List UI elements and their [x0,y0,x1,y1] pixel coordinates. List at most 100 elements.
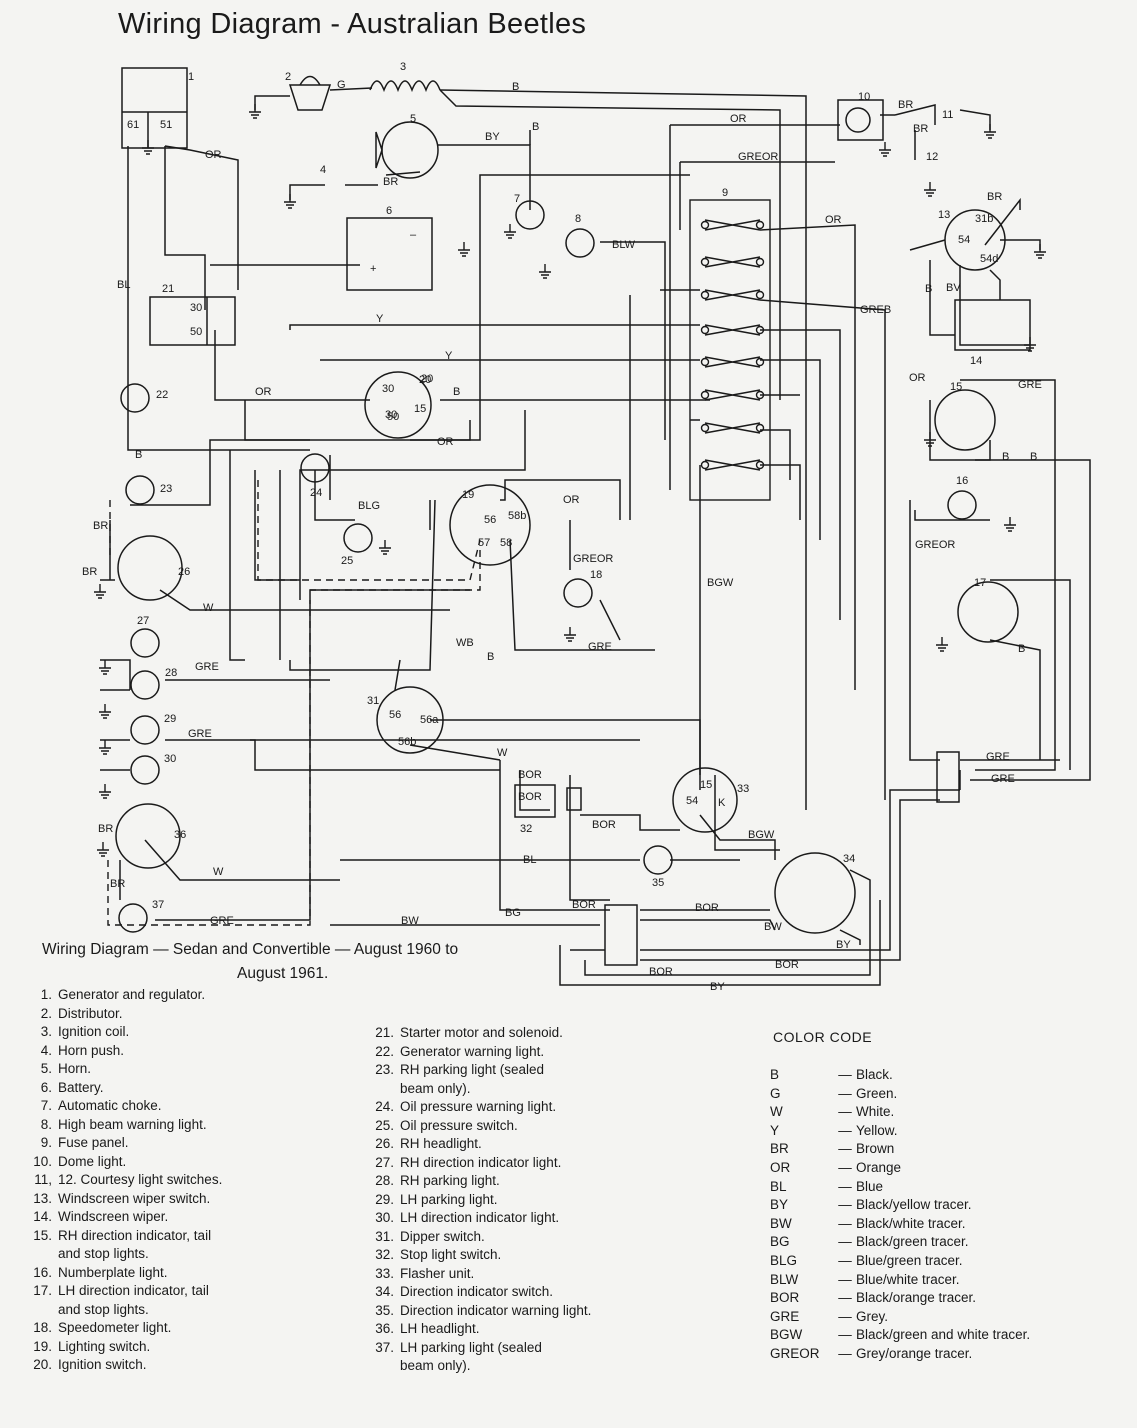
legend-text: and stop lights. [58,1301,149,1317]
legend-item: 31.Dipper switch. [368,1228,591,1247]
terminal-label: 50 [387,411,399,423]
dash: — [838,1345,852,1361]
ground-icon [94,584,106,599]
component-number: 36 [174,829,186,841]
terminal-label: 31b [975,213,993,225]
wire-label: GRE [195,661,219,673]
wire-label: BOR [572,899,596,911]
wire-label: BR [898,99,913,111]
component-number: 5 [410,113,416,125]
wire-label: BOR [649,966,673,978]
legend-number: 28. [375,1173,394,1188]
color-code-abbrev: W [770,1104,783,1120]
legend-text: and stop lights. [58,1246,149,1261]
legend-number: 29. [375,1191,394,1207]
legend-text: LH parking light (sealed [400,1339,542,1355]
color-code-abbrev: OR [770,1159,791,1175]
color-code-entry: GRE—Grey. [770,1308,1030,1327]
ground-icon [142,140,154,155]
component-number: 37 [152,899,164,911]
legend-number: 36. [375,1321,394,1336]
ground-icon [458,242,470,257]
legend-item: 37.LH parking light (sealed [368,1339,591,1358]
legend-text: RH direction indicator light. [400,1154,562,1170]
wire-label: BW [764,921,782,933]
dash: — [838,1271,852,1287]
wire-label: BOR [695,902,719,914]
dash: — [838,1327,852,1343]
ignition-coil [369,80,441,93]
wire-label: GREOR [738,151,778,163]
component-number: 30 [164,753,176,765]
color-code-name: Blue [856,1178,884,1194]
fuse-terminal [700,423,710,433]
dash: — [838,1215,852,1231]
color-code-entry: W—White. [770,1103,1030,1122]
legend-number: 33. [375,1265,394,1281]
dash: — [838,1308,852,1324]
dash: — [838,1141,852,1157]
legend-item: 29.LH parking light. [368,1191,591,1210]
legend-item: and stop lights. [26,1245,222,1264]
legend-item: 3.Ignition coil. [26,1023,222,1042]
fuse-terminal [755,357,765,367]
wire-label: B [135,449,142,461]
dipper-switch [376,686,444,754]
color-code-entry: OR—Orange [770,1159,1030,1178]
terminal-label: 30 [190,302,202,314]
color-code-list: B—Black.G—Green.W—White.Y—Yellow.BR—Brow… [770,1066,1030,1364]
legend-item: 27.RH direction indicator light. [368,1154,591,1173]
legend-text: Windscreen wiper switch. [58,1190,211,1206]
wire-label: BW [401,915,419,927]
wire-label: B [1002,451,1009,463]
legend-text: Distributor. [58,1005,123,1021]
wire-label: BG [505,907,521,919]
component-number: 10 [858,91,870,103]
legend-item: 22.Generator warning light. [368,1043,591,1062]
color-code-entry: Y—Yellow. [770,1122,1030,1141]
rh-parking-light-sealed [125,475,155,505]
fuse-terminal [700,257,710,267]
ignition-switch [364,371,432,439]
wire-label: GREOR [915,539,955,551]
rh-indicator-tail-stop-light [934,389,996,451]
wire-label: WB [456,637,474,649]
color-code-abbrev: GREOR [770,1345,820,1361]
ground-symbols [94,104,1046,857]
wire-label: BR [383,176,398,188]
legend-item: 28.RH parking light. [368,1172,591,1191]
terminal-label: 61 [127,119,139,131]
component-number: 33 [737,783,749,795]
legend-item: 36.LH headlight. [368,1320,591,1339]
lighting-switch [449,484,531,566]
component-number: 7 [514,193,520,205]
dash: — [838,1178,852,1194]
legend-number: 22. [375,1043,394,1059]
fuse-terminal [755,257,765,267]
legend-item: beam only). [368,1357,591,1376]
legend-number: 14. [33,1209,52,1224]
legend-number: 15. [33,1227,52,1243]
wire-label: BOR [775,959,799,971]
legend-item: 13.Windscreen wiper switch. [26,1190,222,1209]
wire-label: B [1030,451,1037,463]
color-code-name: White. [856,1104,895,1120]
terminal-label: 30 [382,383,394,395]
wire-label: B [532,121,539,133]
fuse-terminal [700,220,710,230]
generator-warning-light [120,383,150,413]
legend-item: 11,12. Courtesy light switches. [26,1171,222,1190]
wire-label: BR [98,823,113,835]
generator [121,67,188,149]
lh-parking-light [130,715,160,745]
component-number: 34 [843,853,855,865]
ground-icon [504,224,516,239]
legend-text: LH direction indicator, tail [58,1283,209,1298]
wire-label: GRE [210,915,234,927]
color-code-name: Black/green tracer. [856,1234,969,1250]
component-number: 13 [938,209,950,221]
legend-number: 10. [33,1153,52,1169]
color-code-name: Black/yellow tracer. [856,1197,972,1213]
